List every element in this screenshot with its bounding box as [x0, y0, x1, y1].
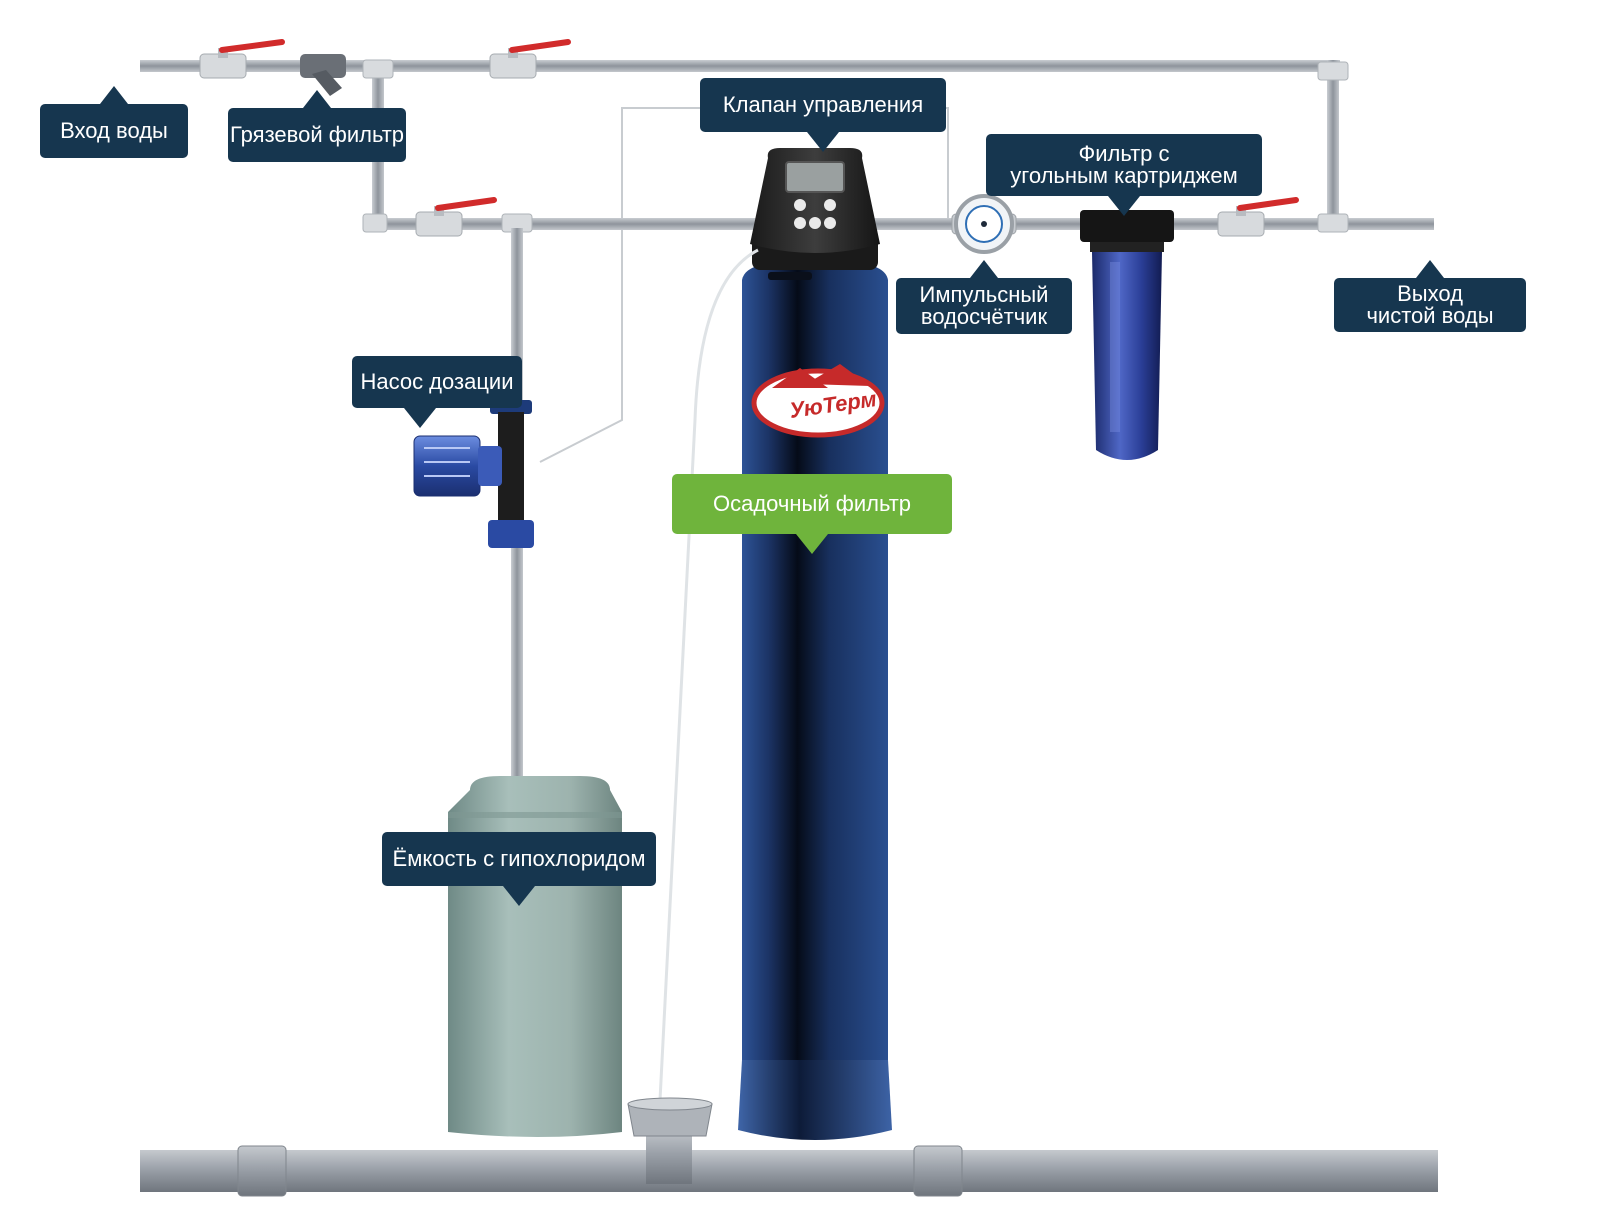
pulse-meter-label: Импульсный водосчётчик — [896, 260, 1072, 334]
ball-valve-icon[interactable] — [415, 197, 497, 237]
water-meter-icon — [951, 194, 1017, 254]
ball-valve-icon[interactable] — [1217, 197, 1299, 237]
dosing-pump-icon[interactable] — [413, 400, 534, 548]
dosing-pump-label: Насос дозации — [352, 356, 522, 428]
clean-water-outlet-label: Выход чистой воды — [1334, 260, 1526, 332]
control-valve-icon — [750, 148, 880, 270]
hypochlorite-tank-label: Ёмкость с гипохлоридом — [382, 832, 656, 906]
cartridge-filter-icon — [1080, 210, 1174, 460]
top-pipe — [140, 60, 1340, 72]
drain-pipe — [140, 1097, 1438, 1197]
water-inlet-label: Вход воды — [40, 86, 188, 158]
hypochlorite-container — [448, 776, 622, 1137]
carbon-filter-label: Фильтр с угольным картриджем — [986, 134, 1262, 216]
ball-valve-icon[interactable] — [489, 39, 571, 79]
mud-filter-icon — [300, 54, 346, 96]
sensor-tube — [658, 248, 759, 1101]
control-valve-label: Клапан управления — [700, 78, 946, 152]
right-riser-pipe — [1327, 60, 1339, 228]
sediment-filter-label: Осадочный фильтр — [672, 474, 952, 554]
mud-filter-label: Грязевой фильтр — [228, 90, 406, 162]
sediment-tank — [738, 262, 892, 1140]
ball-valve-icon[interactable] — [199, 39, 285, 79]
